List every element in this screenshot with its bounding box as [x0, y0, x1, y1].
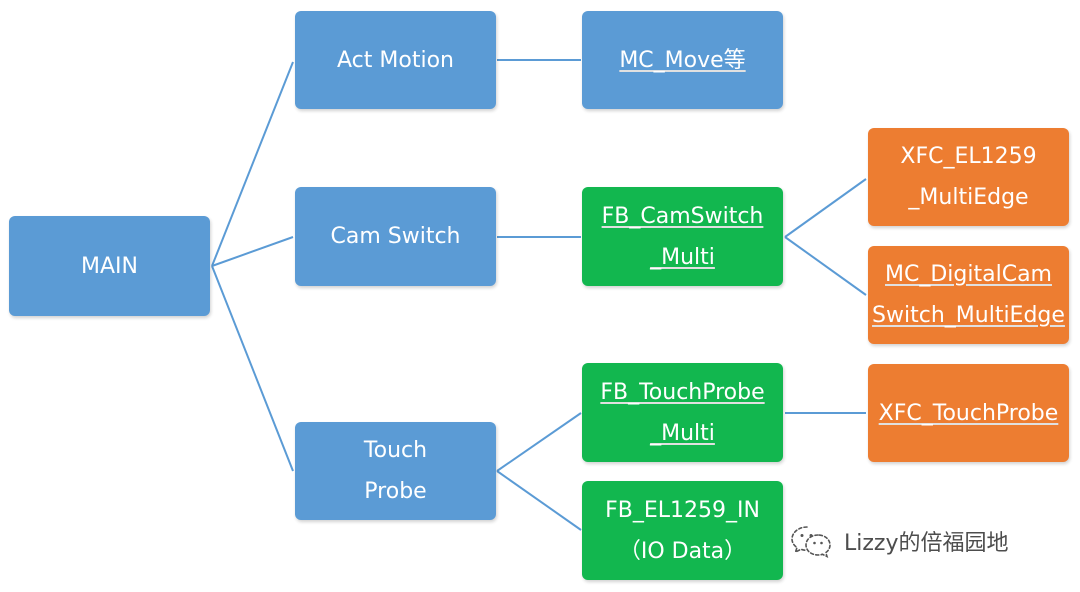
- node-xfc-touchprobe: XFC_TouchProbe: [868, 364, 1069, 462]
- node-touch-probe-line-1: Touch: [363, 438, 428, 463]
- node-act-motion: Act Motion: [295, 11, 496, 109]
- node-act-motion-label: Act Motion: [337, 47, 454, 73]
- node-xfc-el1259-multiedge-line-2: _MultiEdge: [908, 185, 1029, 210]
- edge-main-act-motion: [211, 61, 294, 267]
- node-touch-probe-line-2: Probe: [364, 479, 427, 504]
- node-fb-touchprobe-multi: FB_TouchProbe _Multi: [582, 363, 783, 462]
- node-mc-move-label: MC_Move等: [619, 47, 746, 73]
- node-fb-el1259-in-line-1: FB_EL1259_IN: [605, 497, 760, 523]
- node-xfc-el1259-multiedge-line-1: XFC_EL1259: [900, 144, 1037, 169]
- watermark-text: Lizzy的倍福园地: [844, 531, 1009, 556]
- node-fb-el1259-in-line-2: （IO Data）: [618, 538, 747, 564]
- edge-main-cam-switch: [211, 236, 294, 267]
- node-mc-digitalcamswitch-multiedge-line-1: MC_DigitalCam: [885, 262, 1052, 287]
- node-xfc-el1259-multiedge: XFC_EL1259 _MultiEdge: [868, 128, 1069, 226]
- node-cam-switch-label: Cam Switch: [330, 224, 461, 249]
- node-fb-touchprobe-multi-line-2: _Multi: [650, 420, 715, 446]
- node-mc-move: MC_Move等: [582, 11, 783, 109]
- node-fb-camswitch-multi-line-1: FB_CamSwitch: [601, 203, 764, 229]
- node-fb-touchprobe-multi-line-1: FB_TouchProbe: [600, 379, 765, 405]
- node-cam-switch: Cam Switch: [295, 187, 496, 286]
- node-mc-digitalcamswitch-multiedge-line-2: Switch_MultiEdge: [872, 303, 1065, 328]
- node-main-label: MAIN: [81, 253, 138, 279]
- node-fb-camswitch-multi-line-2: _Multi: [650, 244, 715, 270]
- edge-touch-probe-fb-touchprobe: [496, 412, 582, 472]
- edge-fb-camswitch-mc-digitalcam: [784, 236, 867, 296]
- node-main: MAIN: [9, 216, 210, 316]
- edge-fb-camswitch-xfc-el1259: [784, 178, 867, 238]
- node-touch-probe: Touch Probe: [295, 422, 496, 520]
- watermark: Lizzy的倍福园地: [790, 521, 1009, 561]
- node-fb-el1259-in: FB_EL1259_IN （IO Data）: [582, 481, 783, 580]
- node-fb-camswitch-multi: FB_CamSwitch _Multi: [582, 187, 783, 286]
- node-xfc-touchprobe-label: XFC_TouchProbe: [878, 400, 1059, 426]
- node-mc-digitalcamswitch-multiedge: MC_DigitalCam Switch_MultiEdge: [868, 246, 1069, 344]
- wechat-icon: [791, 526, 831, 559]
- edge-main-touch-probe: [211, 265, 294, 472]
- edge-touch-probe-fb-el1259-in: [496, 470, 582, 531]
